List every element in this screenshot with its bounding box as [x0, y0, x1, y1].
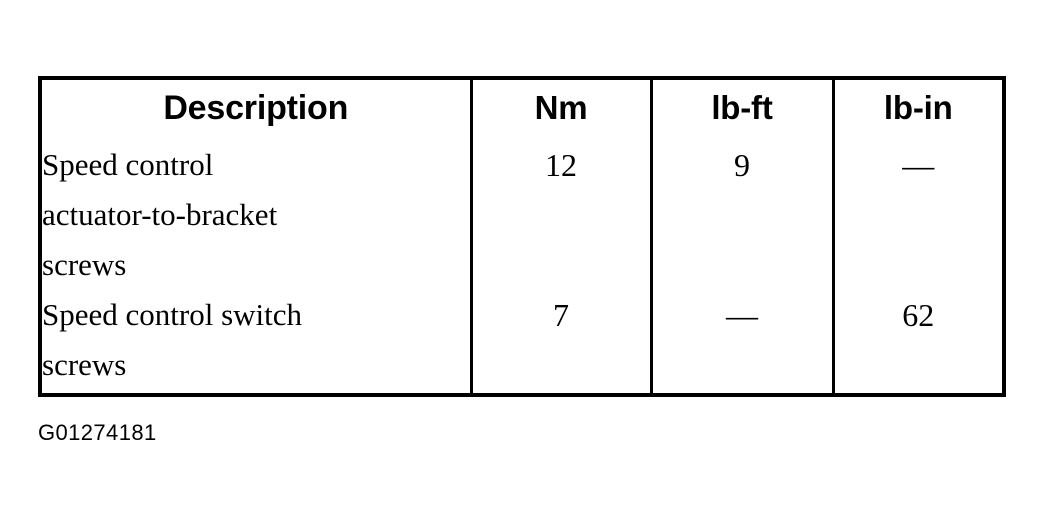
column-header-lb-ft: lb-ft — [651, 78, 835, 140]
cell-lb-ft: 9 — [651, 140, 835, 290]
description-line: screws — [42, 247, 127, 282]
table-body: Speed control actuator-to-bracket screws… — [40, 140, 1004, 395]
cell-nm: 12 — [471, 140, 653, 290]
cell-lb-in: — — [833, 140, 1004, 290]
description-line: actuator-to-bracket — [42, 197, 278, 232]
table-row: Speed control switch screws 7 — 62 — [40, 290, 1004, 395]
cell-description: Speed control switch screws — [40, 290, 473, 395]
cell-description: Speed control actuator-to-bracket screws — [40, 140, 473, 290]
table-row: Speed control actuator-to-bracket screws… — [40, 140, 1004, 290]
description-line: screws — [42, 347, 127, 382]
column-header-description: Description — [40, 78, 473, 140]
table-header-row: Description Nm lb-ft lb-in — [40, 78, 1004, 140]
cell-lb-ft: — — [651, 290, 835, 395]
column-header-lb-in: lb-in — [833, 78, 1004, 140]
description-line: Speed control switch — [42, 297, 303, 332]
table-header: Description Nm lb-ft lb-in — [40, 78, 1004, 140]
column-header-nm: Nm — [471, 78, 653, 140]
cell-lb-in: 62 — [833, 290, 1004, 395]
cell-nm: 7 — [471, 290, 653, 395]
description-line: Speed control — [42, 147, 214, 182]
figure-caption: G01274181 — [38, 420, 157, 445]
torque-specifications-table: Description Nm lb-ft lb-in Speed control… — [38, 76, 1006, 397]
